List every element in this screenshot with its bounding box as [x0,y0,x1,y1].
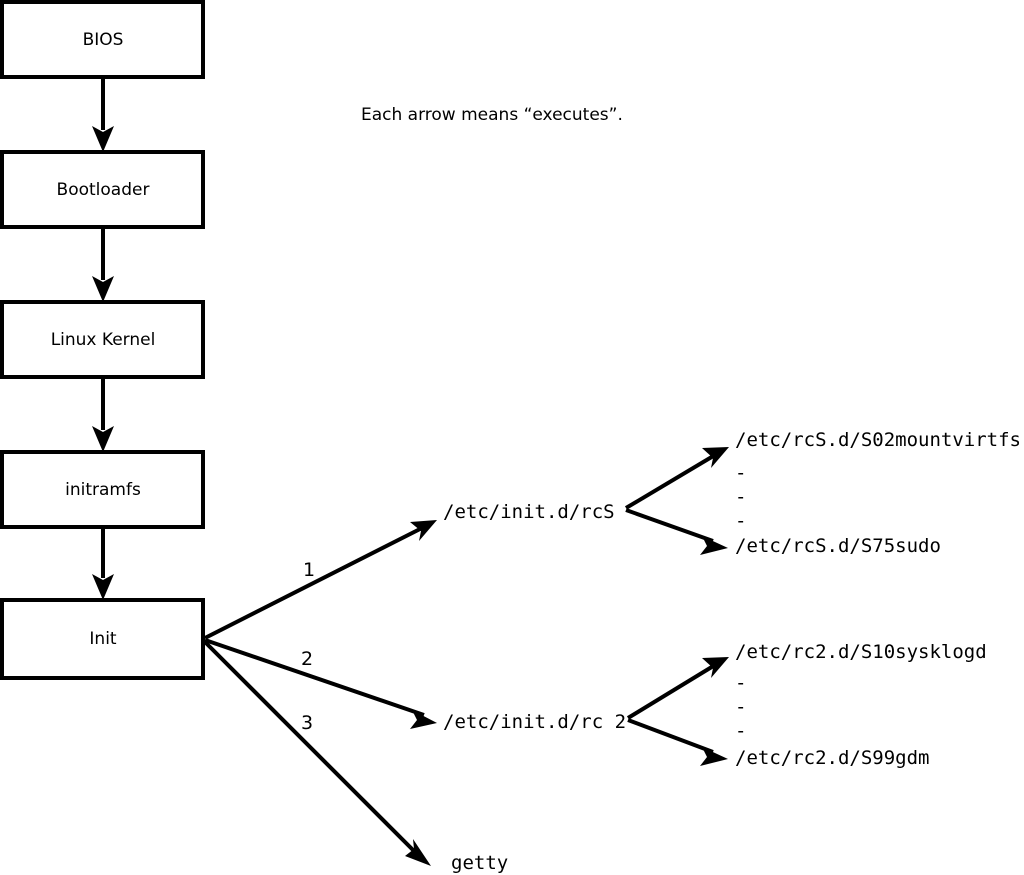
rcs-ellipsis-dash-2: - [735,486,746,508]
rc2-subtree: /etc/rc2.d/S10sysklogd - - - /etc/rc2.d/… [626,641,987,769]
rcs-ellipsis-dash-3: - [735,510,746,532]
box-linux-kernel[interactable]: Linux Kernel [0,300,205,379]
init-branch-2: 2 /etc/init.d/rc 2 [204,638,626,733]
rc2-child-first-line [626,663,717,720]
init-branch-2-arrowhead [410,710,437,729]
rc2-child-last-line [627,718,714,754]
rcs-child-first-arrowhead [702,447,729,468]
init-branch-1-number: 1 [303,559,315,581]
box-init[interactable]: Init [0,598,205,680]
box-bootloader[interactable]: Bootloader [0,150,205,229]
rc2-ellipsis-dash-2: - [735,696,746,718]
rcs-child-first-label: /etc/rcS.d/S02mountvirtfs [735,429,1021,451]
rcs-child-last-line [625,508,714,543]
init-branch-3-arrowhead [405,839,431,866]
arrowhead-initramfs-to-init [92,574,114,600]
init-branch-3-line [203,640,420,857]
rcs-child-first-line [624,453,717,510]
box-init-rect [0,598,205,680]
rcs-child-last-arrowhead [700,536,728,555]
rc2-ellipsis-dash-1: - [735,672,746,694]
box-initramfs-rect [0,450,205,529]
rc2-ellipsis-dash-3: - [735,720,746,742]
legend-note: Each arrow means “executes”. [361,105,623,125]
init-branch-2-number: 2 [301,648,313,670]
box-bootloader-label: Bootloader [57,180,150,200]
rc2-child-last-label: /etc/rc2.d/S99gdm [735,747,929,769]
arrowhead-bootloader-to-kernel [92,276,114,302]
init-branch-3-number: 3 [301,712,313,734]
rc2-child-last-arrowhead [700,747,728,766]
box-init-label: Init [89,629,117,649]
vertical-connectors [92,77,114,600]
init-branch-3: 3 getty [203,640,508,874]
box-initramfs-label: initramfs [65,480,141,500]
init-branch-1-line [204,525,425,640]
init-branch-1-arrowhead [410,520,437,541]
init-branch-2-line [204,638,425,717]
init-branch-3-label: getty [451,852,508,874]
rc2-child-first-label: /etc/rc2.d/S10sysklogd [735,641,987,663]
box-bootloader-rect [0,150,205,229]
init-branch-2-label: /etc/init.d/rc 2 [443,711,626,733]
rcs-ellipsis-dash-1: - [735,462,746,484]
rcs-child-last-label: /etc/rcS.d/S75sudo [735,535,941,557]
init-branch-1: 1 /etc/init.d/rcS [204,501,615,640]
arrowhead-bios-to-bootloader [92,126,114,152]
box-linux-kernel-label: Linux Kernel [51,330,156,350]
arrowhead-kernel-to-initramfs [92,426,114,452]
box-initramfs[interactable]: initramfs [0,450,205,529]
box-bios[interactable]: BIOS [0,0,205,79]
init-branch-1-label: /etc/init.d/rcS [443,501,615,523]
box-bios-label: BIOS [83,30,124,50]
box-bios-rect [0,0,205,79]
rcs-subtree: /etc/rcS.d/S02mountvirtfs - - - /etc/rcS… [624,429,1021,557]
box-linux-kernel-rect [0,300,205,379]
rc2-child-first-arrowhead [702,657,729,678]
